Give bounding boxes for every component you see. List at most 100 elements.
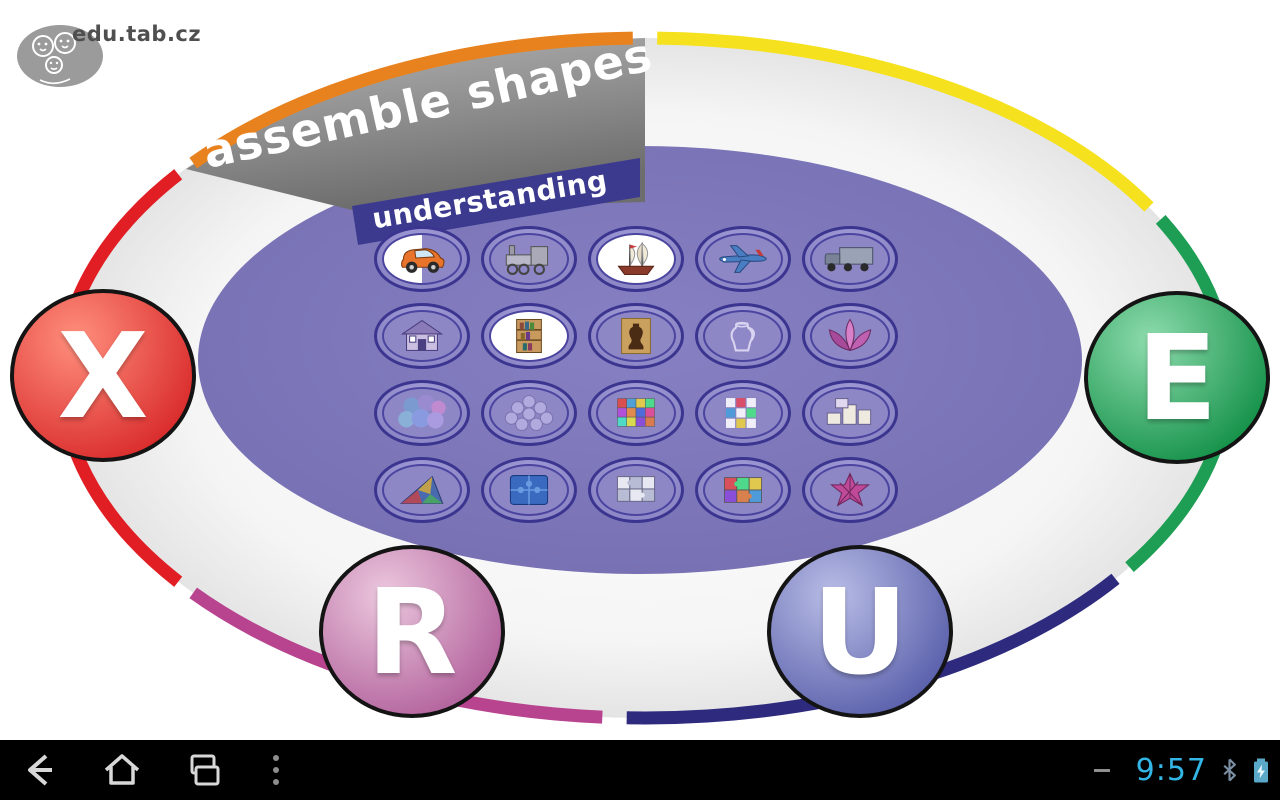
puzzle-thumbnail-building-blocks[interactable] <box>801 379 898 446</box>
truck-icon <box>824 246 873 271</box>
puzzle-cell <box>368 297 475 374</box>
puzzle-cell <box>796 297 903 374</box>
letter-label-e: E <box>1136 308 1218 447</box>
puzzle-cell <box>582 297 689 374</box>
puzzle-picture <box>809 232 890 285</box>
letter-button-u[interactable]: U <box>767 545 953 718</box>
puzzle-picture <box>702 309 783 362</box>
puzzle-thumbnail-pattern-cubes[interactable] <box>694 379 791 446</box>
puzzle-thumbnail-sailboat[interactable] <box>587 225 684 292</box>
puzzle-picture <box>702 463 783 516</box>
letter-button-r[interactable]: R <box>319 545 505 718</box>
puzzle-cell <box>475 451 582 528</box>
puzzle-cell <box>689 451 796 528</box>
puzzle-cell <box>368 451 475 528</box>
recents-button[interactable] <box>182 748 226 792</box>
puzzle-picture <box>809 386 890 439</box>
puzzle-picture <box>488 386 569 439</box>
puzzle-thumbnail-house[interactable] <box>373 302 470 369</box>
puzzle-cell <box>582 374 689 451</box>
puzzle-thumbnail-locomotive[interactable] <box>480 225 577 292</box>
recents-icon <box>190 754 220 786</box>
puzzle-thumbnail-truck[interactable] <box>801 225 898 292</box>
molecules-icon <box>504 394 553 431</box>
wheel-arc-yellow <box>657 31 1154 212</box>
category-banner[interactable] <box>186 38 645 210</box>
puzzle-thumbnail-water-lily[interactable] <box>801 302 898 369</box>
puzzle-thumbnail-vase[interactable] <box>587 302 684 369</box>
puzzle-picture <box>381 232 462 285</box>
home-icon <box>104 754 140 785</box>
puzzle-thumbnail-blue-puzzle[interactable] <box>480 456 577 523</box>
puzzle-cell <box>796 374 903 451</box>
puzzle-thumbnail-car[interactable] <box>373 225 470 292</box>
android-navbar: 9:57 <box>0 740 1280 800</box>
status-cluster[interactable]: 9:57 <box>1093 752 1280 788</box>
puzzle-thumbnail-color-puzzle[interactable] <box>694 456 791 523</box>
puzzle-thumbnail-star-puzzle[interactable] <box>801 456 898 523</box>
puzzle-picture <box>488 463 569 516</box>
puzzle-cell <box>582 451 689 528</box>
no-signal-icon <box>1093 768 1110 772</box>
puzzle-cell <box>368 220 475 297</box>
triangle-puzzle-icon <box>399 475 443 504</box>
puzzle-thumbnail-bookshelf[interactable] <box>480 302 577 369</box>
home-button[interactable] <box>100 748 144 792</box>
sailboat-icon <box>616 241 655 275</box>
puzzle-cell <box>689 297 796 374</box>
puzzle-picture <box>809 309 890 362</box>
clock: 9:57 <box>1135 752 1207 788</box>
puzzle-thumbnail-balls[interactable] <box>373 379 470 446</box>
puzzle-picture <box>488 309 569 362</box>
logo: edu.tab.cz <box>10 10 240 105</box>
puzzle-cell <box>689 220 796 297</box>
overflow-menu-icon <box>273 755 279 785</box>
menu-button[interactable] <box>264 748 288 792</box>
letter-button-e[interactable]: E <box>1084 291 1270 464</box>
color-puzzle-icon <box>723 476 762 503</box>
letter-button-x[interactable]: X <box>10 289 196 462</box>
puzzle-thumbnail-jug[interactable] <box>694 302 791 369</box>
puzzle-cell <box>796 451 903 528</box>
logo-text: edu.tab.cz <box>72 22 202 46</box>
puzzle-picture <box>381 309 462 362</box>
puzzle-cell <box>475 297 582 374</box>
puzzle-picture <box>702 386 783 439</box>
puzzle-picture <box>595 309 676 362</box>
bookshelf-icon <box>515 318 542 353</box>
back-icon <box>28 754 52 786</box>
gray-puzzle-icon <box>616 475 655 502</box>
locomotive-icon <box>505 244 548 275</box>
airplane-icon <box>718 244 767 273</box>
wheel-arc-orange <box>189 31 633 169</box>
puzzle-cell <box>582 220 689 297</box>
puzzle-thumbnail-molecules[interactable] <box>480 379 577 446</box>
puzzle-thumbnail-mosaic-cubes[interactable] <box>587 379 684 446</box>
star-puzzle-icon <box>829 471 870 507</box>
building-blocks-icon <box>826 397 871 425</box>
level-banner[interactable] <box>352 158 640 245</box>
puzzle-picture <box>702 232 783 285</box>
puzzle-thumbnail-triangle-puzzle[interactable] <box>373 456 470 523</box>
puzzle-picture <box>809 463 890 516</box>
puzzle-grid <box>368 220 903 528</box>
back-button[interactable] <box>18 748 62 792</box>
bluetooth-icon <box>1223 758 1236 782</box>
puzzle-thumbnail-airplane[interactable] <box>694 225 791 292</box>
puzzle-cell <box>475 374 582 451</box>
battery-charging-icon <box>1254 758 1268 782</box>
house-icon <box>400 319 443 351</box>
puzzle-picture <box>595 232 676 285</box>
puzzle-picture <box>381 463 462 516</box>
puzzle-thumbnail-gray-puzzle[interactable] <box>587 456 684 523</box>
puzzle-picture <box>381 386 462 439</box>
car-icon <box>400 247 445 273</box>
family-logo-icon <box>17 25 103 87</box>
puzzle-picture <box>595 463 676 516</box>
letter-label-u: U <box>812 562 908 701</box>
letter-label-r: R <box>366 562 458 701</box>
vase-icon <box>620 317 651 354</box>
pattern-cubes-icon <box>724 396 757 429</box>
puzzle-cell <box>796 220 903 297</box>
